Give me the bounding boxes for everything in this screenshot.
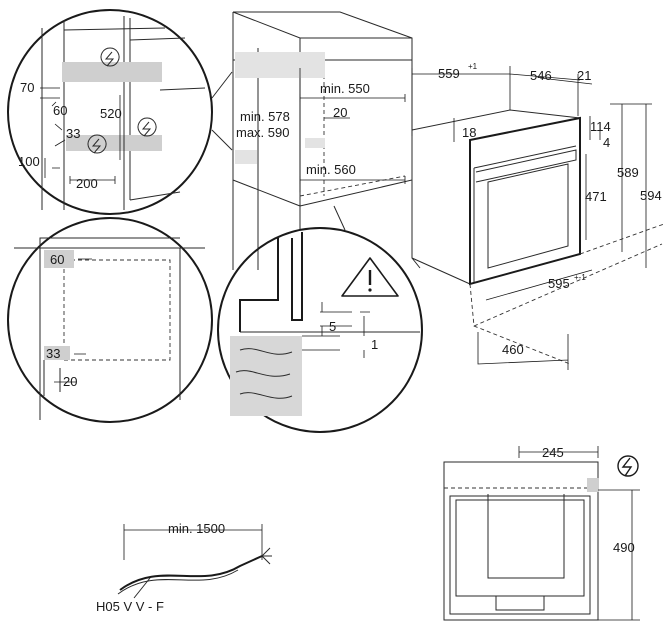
dim-min-560: min. 560: [306, 162, 356, 177]
dim-60-top: 60: [53, 103, 67, 118]
tall-cabinet: min. 550 20 min. 578 max. 590 min. 560: [232, 11, 413, 270]
dim-594: 594: [640, 188, 662, 203]
dim-18: 18: [462, 125, 476, 140]
dim-245: 245: [542, 445, 564, 460]
dim-559: 559: [438, 66, 460, 81]
dim-33-bottom: 33: [46, 346, 60, 361]
detail-circle-bottom-left: 60 33 20: [7, 217, 213, 423]
dim-546: 546: [530, 68, 552, 83]
dim-595: 595: [548, 276, 570, 291]
dim-460: 460: [502, 342, 524, 357]
electric-lightning-icon: [617, 455, 639, 477]
dim-114: 114: [590, 119, 611, 134]
warning-triangle-icon: [341, 257, 399, 297]
power-cable: min. 1500 H05 V V - F: [96, 521, 272, 614]
dim-5: 5: [329, 319, 336, 334]
dim-471: 471: [585, 189, 607, 204]
detail-circle-bottom-center: 5 1: [217, 205, 423, 433]
dim-21: 21: [577, 68, 591, 83]
dim-589: 589: [617, 165, 639, 180]
dim-min-578: min. 578: [240, 109, 290, 124]
dim-min-1500: min. 1500: [168, 521, 225, 536]
cable-type-label: H05 V V - F: [96, 599, 164, 614]
dim-20-cabinet: 20: [333, 105, 347, 120]
dim-559-sup: +1: [468, 62, 478, 71]
detail-circle-top-left: 70 60 520 33 100 200: [7, 9, 233, 215]
dim-4: 4: [603, 135, 610, 150]
oven-3d-view: 559 +1 546 21 18 114 4 471 589 594 595 +…: [411, 62, 664, 370]
dim-1: 1: [371, 337, 378, 352]
dim-min-550: min. 550: [320, 81, 370, 96]
dim-520: 520: [100, 106, 122, 121]
dim-595-sup: +-1: [574, 273, 586, 282]
dim-20-bottom: 20: [63, 374, 77, 389]
dim-60-bottom: 60: [50, 252, 64, 267]
dim-490: 490: [613, 540, 635, 555]
dim-70: 70: [20, 80, 34, 95]
dim-max-590: max. 590: [236, 125, 289, 140]
dim-200: 200: [76, 176, 98, 191]
dim-33-top: 33: [66, 126, 80, 141]
oven-back-view: 245 490: [443, 445, 640, 621]
dim-100: 100: [18, 154, 40, 169]
